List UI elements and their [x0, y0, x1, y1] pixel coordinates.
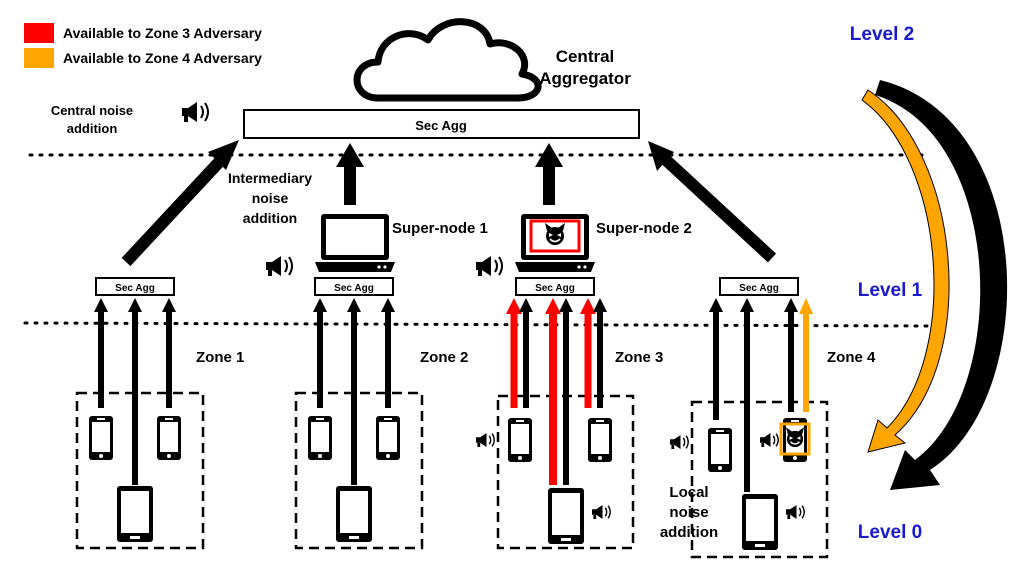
central-aggregator-subtitle: Aggregator: [539, 69, 631, 88]
zone-2-label: Zone 2: [420, 349, 468, 366]
zone-2-secagg-label: Sec Agg: [334, 283, 374, 294]
zone-1-secagg-label: Sec Agg: [115, 283, 155, 294]
zone-2-secagg-box: [314, 277, 394, 296]
phone-icon: [89, 416, 113, 460]
level-1-label: Level 1: [858, 280, 923, 301]
megaphone-icon: [265, 255, 293, 277]
zone-4-arrows: [709, 298, 813, 492]
central-secagg-label: Sec Agg: [415, 118, 467, 133]
intermediary-noise-label-2: noise: [252, 190, 289, 206]
level-2-label: Level 2: [850, 24, 914, 45]
zone-1-box: [75, 391, 205, 550]
zone-3-secagg-label: Sec Agg: [535, 283, 575, 294]
local-noise-label-1: Local: [669, 484, 708, 501]
zone-4-secagg-box: [719, 277, 799, 296]
zone-3-arrows: [506, 298, 607, 485]
zone-1-arrows: [94, 298, 176, 485]
zone-2-arrows: [313, 298, 395, 485]
tablet-icon: [336, 486, 372, 542]
central-noise-label-2: addition: [67, 121, 118, 136]
megaphone-icon: [475, 432, 495, 448]
phone-icon: [508, 418, 532, 462]
tablet-icon: [548, 488, 584, 544]
tablet-icon: [117, 486, 153, 542]
phone-icon: [588, 418, 612, 462]
megaphone-icon: [785, 504, 805, 520]
supernode-2-label: Super-node 2: [596, 220, 692, 237]
tablet-icon: [742, 494, 778, 550]
local-noise-label-3: addition: [660, 524, 718, 541]
megaphone-icon: [669, 434, 689, 450]
supernode-2-compromised-frame: [529, 219, 581, 253]
intermediary-noise-label-1: Intermediary: [228, 170, 312, 186]
local-noise-label-2: noise: [669, 504, 708, 521]
zone-1-secagg-box: [95, 277, 175, 296]
legend-label-zone3: Available to Zone 3 Adversary: [63, 25, 262, 41]
phone-icon: [708, 428, 732, 472]
megaphone-icon: [759, 432, 779, 448]
upper-arrows: [121, 140, 777, 267]
megaphone-icon: [475, 255, 503, 277]
phone-icon: [308, 416, 332, 460]
megaphone-icon: [181, 101, 209, 123]
zone-4-secagg-label: Sec Agg: [739, 283, 779, 294]
legend-swatch-zone3: [24, 23, 54, 43]
cloud-icon: [353, 18, 542, 102]
level-0-label: Level 0: [858, 522, 922, 543]
legend-label-zone4: Available to Zone 4 Adversary: [63, 50, 262, 66]
level-descent-arrows: [861, 80, 1008, 490]
zone-4-box: [690, 400, 829, 559]
level-separator-lower: [23, 321, 932, 328]
zone-3-secagg-box: [515, 277, 595, 296]
zone-2-box: [294, 391, 424, 550]
zone-3-label: Zone 3: [615, 349, 663, 366]
central-secagg-box: [243, 109, 640, 139]
legend-swatch-zone4: [24, 48, 54, 68]
central-noise-label-1: Central noise: [51, 103, 133, 118]
supernode-1-laptop-icon: [315, 214, 395, 272]
zone-4-label: Zone 4: [827, 349, 876, 366]
zone-4-compromised-frame: [779, 422, 811, 456]
intermediary-noise-label-3: addition: [243, 210, 297, 226]
phone-icon: [376, 416, 400, 460]
phone-icon: [157, 416, 181, 460]
megaphone-icon: [591, 504, 611, 520]
central-aggregator-title: Central: [556, 47, 615, 66]
zone-1-label: Zone 1: [196, 349, 244, 366]
supernode-1-label: Super-node 1: [392, 220, 488, 237]
